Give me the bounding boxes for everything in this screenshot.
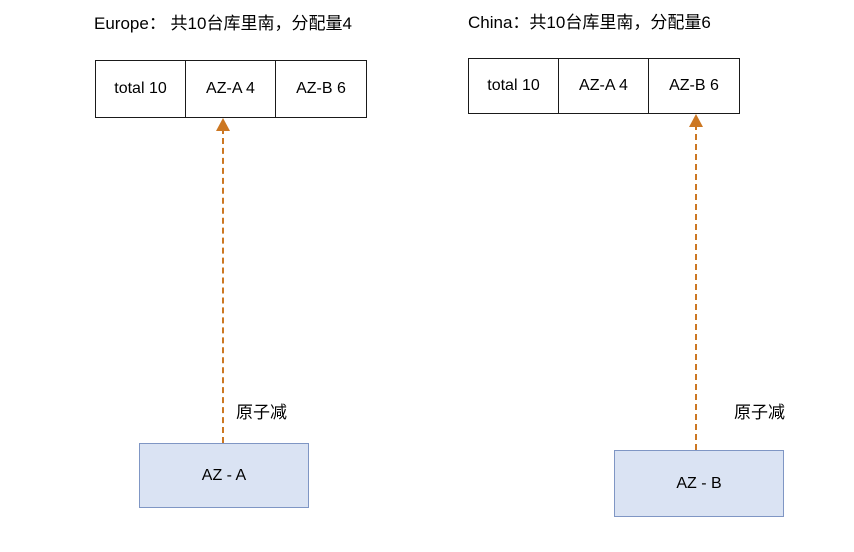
china-title: China：共10台库里南，分配量6 <box>468 13 711 32</box>
europe-atomic-decrement-arrow <box>215 118 231 443</box>
china-cell-az-a: AZ-A 4 <box>559 59 649 113</box>
europe-cell-az-b: AZ-B 6 <box>296 80 346 97</box>
arrow-dashed-shaft <box>695 124 697 450</box>
box-az-b: AZ - B <box>614 450 784 517</box>
arrow-dashed-shaft <box>222 128 224 443</box>
box-az-a-label: AZ - A <box>201 466 247 484</box>
europe-cell-az-a: AZ-A 4 <box>186 61 276 117</box>
europe-cell-total: total 10 <box>96 61 186 117</box>
box-az-a: AZ - A <box>139 443 309 508</box>
china-arrow-label: 原子减 <box>734 403 785 422</box>
china-allocation-table: total 10 AZ-A 4 AZ-B 6 <box>468 58 740 114</box>
europe-arrow-label: 原子减 <box>236 403 287 422</box>
arrow-head-up-icon <box>689 114 703 127</box>
china-cell-az-b: AZ-B 6 <box>669 77 719 94</box>
china-cell-total: total 10 <box>469 59 559 113</box>
box-az-b-label: AZ - B <box>676 474 722 492</box>
europe-allocation-table: total 10 AZ-A 4 AZ-B 6 <box>95 60 367 118</box>
arrow-head-up-icon <box>216 118 230 131</box>
china-atomic-decrement-arrow <box>688 114 704 450</box>
europe-title: Europe： 共10台库里南，分配量4 <box>94 14 352 33</box>
